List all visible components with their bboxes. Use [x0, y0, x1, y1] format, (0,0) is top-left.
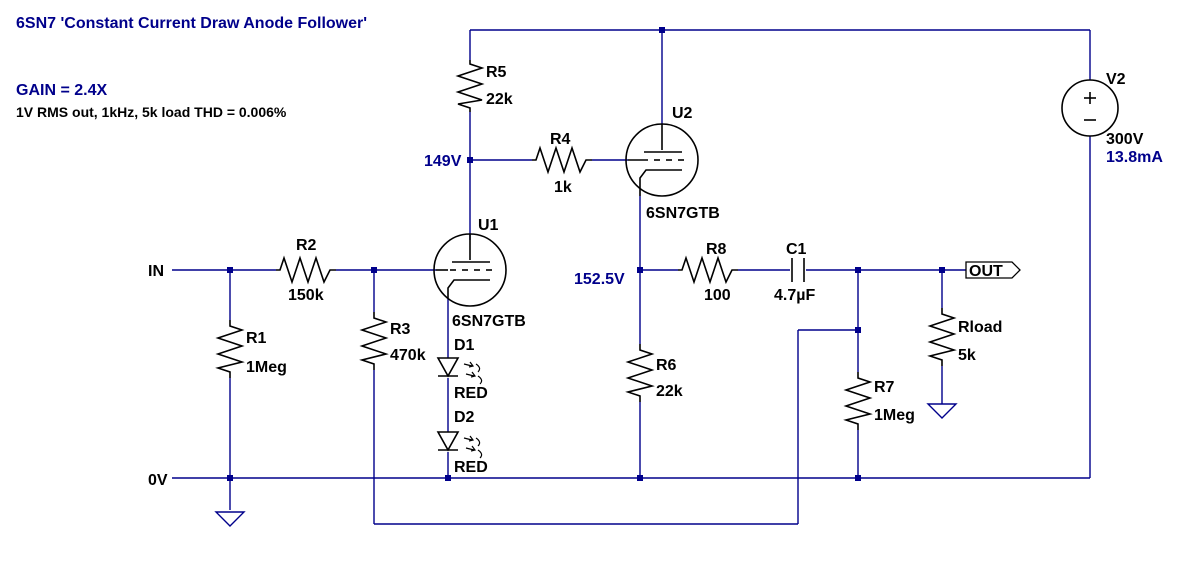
svg-text:R5: R5 — [486, 64, 507, 81]
svg-text:300V: 300V — [1106, 131, 1144, 148]
svg-text:OUT: OUT — [969, 263, 1003, 280]
svg-text:1k: 1k — [554, 179, 572, 196]
output-port: OUT — [965, 261, 1021, 280]
svg-text:R8: R8 — [706, 241, 727, 258]
resistor-r3: R3 470k — [359, 312, 426, 370]
svg-text:U2: U2 — [672, 105, 693, 122]
ground-label: 0V — [148, 472, 168, 489]
resistor-r8: R8 100 — [678, 241, 738, 304]
ground-symbol-rload — [926, 403, 958, 419]
svg-text:R7: R7 — [874, 379, 895, 396]
junction-nodes — [227, 27, 945, 481]
svg-text:R4: R4 — [550, 131, 571, 148]
voltage-source-v2: V2 300V 13.8mA — [1061, 71, 1163, 166]
svg-text:D2: D2 — [454, 409, 475, 426]
resistor-r1: R1 1Meg — [215, 320, 287, 378]
svg-text:1Meg: 1Meg — [874, 407, 915, 424]
svg-text:RED: RED — [454, 385, 488, 402]
resistor-r5: R5 22k — [455, 60, 513, 112]
gain-label: GAIN = 2.4X — [16, 82, 107, 99]
triode-u1: U1 6SN7GTB — [433, 217, 526, 330]
svg-text:470k: 470k — [390, 347, 426, 364]
led-d1: D1 RED — [436, 337, 488, 402]
resistor-r2: R2 150k — [276, 237, 336, 304]
triode-u2: U2 6SN7GTB — [625, 105, 720, 222]
ground-symbol — [214, 511, 246, 527]
wires — [172, 29, 1091, 525]
svg-text:RED: RED — [454, 459, 488, 476]
svg-text:6SN7GTB: 6SN7GTB — [452, 313, 526, 330]
svg-text:5k: 5k — [958, 347, 976, 364]
capacitor-c1: C1 4.7µF — [774, 241, 815, 304]
svg-text:R2: R2 — [296, 237, 317, 254]
svg-text:D1: D1 — [454, 337, 475, 354]
schematic-title: 6SN7 'Constant Current Draw Anode Follow… — [16, 15, 367, 32]
svg-text:100: 100 — [704, 287, 731, 304]
svg-text:C1: C1 — [786, 241, 807, 258]
svg-text:4.7µF: 4.7µF — [774, 287, 815, 304]
svg-text:22k: 22k — [656, 383, 683, 400]
svg-text:R3: R3 — [390, 321, 411, 338]
resistor-rload: Rload 5k — [927, 308, 1002, 366]
svg-text:R6: R6 — [656, 357, 677, 374]
svg-text:U1: U1 — [478, 217, 499, 234]
input-label: IN — [148, 263, 164, 280]
led-d2: D2 RED — [436, 409, 488, 476]
resistor-r4: R4 1k — [532, 131, 592, 196]
resistor-r7: R7 1Meg — [843, 372, 915, 430]
voltage-label-u2-cathode: 152.5V — [574, 271, 625, 288]
svg-text:Rload: Rload — [958, 319, 1002, 336]
voltage-label-u1-anode: 149V — [424, 153, 462, 170]
svg-text:22k: 22k — [486, 91, 513, 108]
thd-note: 1V RMS out, 1kHz, 5k load THD = 0.006% — [16, 104, 287, 120]
svg-text:R1: R1 — [246, 330, 267, 347]
svg-text:150k: 150k — [288, 287, 324, 304]
svg-text:V2: V2 — [1106, 71, 1126, 88]
resistor-r6: R6 22k — [625, 344, 683, 402]
svg-text:1Meg: 1Meg — [246, 359, 287, 376]
svg-text:13.8mA: 13.8mA — [1106, 149, 1163, 166]
svg-text:6SN7GTB: 6SN7GTB — [646, 205, 720, 222]
